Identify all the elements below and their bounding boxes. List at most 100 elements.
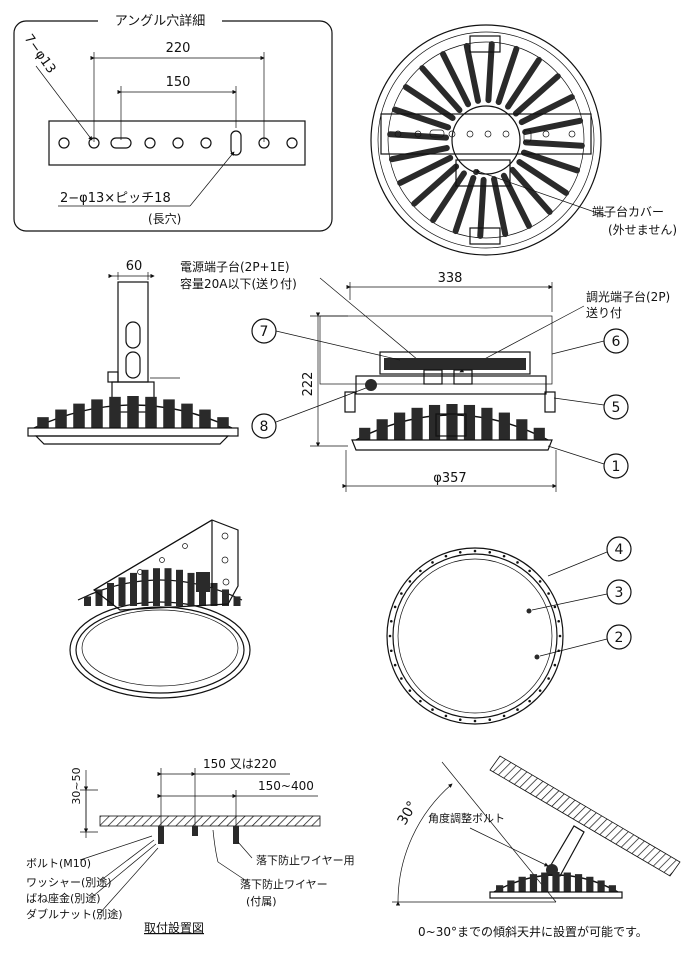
callout-8: 8 [251,387,367,439]
terminal-cover-label: 端子台カバー [592,204,664,219]
power-capacity-label: 容量20A以下(送り付) [180,276,297,291]
fin [491,176,509,238]
svg-text:5: 5 [612,400,621,416]
fin [187,572,195,606]
fin [419,65,463,114]
fin [359,427,371,440]
terminal-cover [455,159,511,187]
fin [391,106,452,131]
fin [522,139,585,149]
svg-text:3: 3 [615,585,624,601]
wire-note: (付属) [246,895,277,908]
svg-text:1: 1 [612,459,621,475]
tilt-angle: 30° [395,798,421,828]
side-width: 60 [126,259,143,274]
spring-washer-label: ばね座金(別途) [26,891,101,905]
wire-hook-label: 落下防止ワイヤー用 [256,853,355,867]
ceiling-slab [99,815,321,827]
fin [509,166,553,215]
power-terminal-label: 電源端子台(2P+1E) [180,259,290,274]
dimmer-note: 送り付 [586,305,622,320]
fin [411,407,423,440]
fin [394,412,406,440]
fin [498,412,510,440]
callout-7: 7 [251,318,401,361]
fin [428,404,441,440]
fin [477,176,487,239]
bottom-view: 4 3 2 [386,536,632,725]
install-title: 取付設置図 [144,920,204,935]
sloped-ceiling [489,755,681,877]
fin [222,589,229,606]
double-nut-label: ダブルナット(別途) [26,907,123,921]
fin [118,577,126,606]
dim-150-220: 150 又は220 [203,757,277,771]
fin [397,154,454,186]
fin [563,872,571,892]
fin [446,404,458,440]
dimmer-terminal-label: 調光端子台(2P) [586,289,670,304]
dim-30-50: 30~50 [70,767,83,804]
fin [411,163,460,207]
front-heat-sink [355,404,549,441]
hole-label: 7−φ13 [21,32,59,77]
fin [520,149,581,174]
fin [507,880,515,892]
fin [127,396,139,428]
slot-label: 2−φ13×ピッチ18 [60,191,171,206]
fin [512,73,561,117]
fin [463,404,476,440]
fin [145,396,157,428]
slot-horizontal [110,137,132,149]
side-heat-sink [33,396,233,429]
fin [153,568,160,606]
fin [210,582,218,606]
front-view: 電源端子台(2P+1E) 容量20A以下(送り付) 調光端子台(2P) 送り付 … [180,259,670,492]
bolt-label: ボルト(M10) [26,857,91,870]
fin [91,399,103,428]
fin [452,174,477,235]
svg-text:6: 6 [612,334,621,350]
fin [37,417,49,428]
fin [84,596,91,606]
top-outer-ring [370,24,602,256]
wire-label: 落下防止ワイヤー [240,877,328,891]
fin [217,417,229,428]
fin [440,51,472,108]
dim-150: 150 [166,75,191,90]
fin [163,399,175,428]
fin [529,874,538,892]
fin [181,403,193,428]
washer-label: ワッシャー(別途) [26,875,112,889]
angle-bar [48,120,306,166]
front-width: 338 [438,271,463,286]
tilt-note: 0~30°までの傾斜天井に設置が可能です。 [418,924,648,939]
callout-1: 1 [547,445,629,479]
fin [481,407,493,440]
fin [608,885,616,892]
angle-hole-detail: アングル穴詳細 220 150 7−φ13 2−φ13×ピッチ18 [13,8,333,232]
tilt-diagram: 30° 角度調整ボルト 0~30°までの傾斜天井に設置が可能です。 [392,755,681,939]
slot-vertical [230,130,242,156]
fin [199,409,211,428]
fin [541,872,549,892]
terminal-block [379,351,531,375]
iso-view [69,519,251,699]
fin [95,589,103,606]
fin [463,42,481,104]
round-holes [58,137,298,149]
fin [164,568,172,606]
fin [533,427,545,440]
fin [430,170,467,224]
callout-6: 6 [551,328,629,355]
fin [55,409,67,428]
fin [516,159,570,196]
fin [402,84,456,121]
bottom-outer-ring [386,547,564,725]
install-diagram: 30~50 150 又は220 150~400 ボルト(M10) ワッシャー(別… [26,757,355,935]
callout-3: 3 [531,579,632,611]
callout-4: 4 [547,536,632,577]
front-diameter: φ357 [433,471,466,486]
